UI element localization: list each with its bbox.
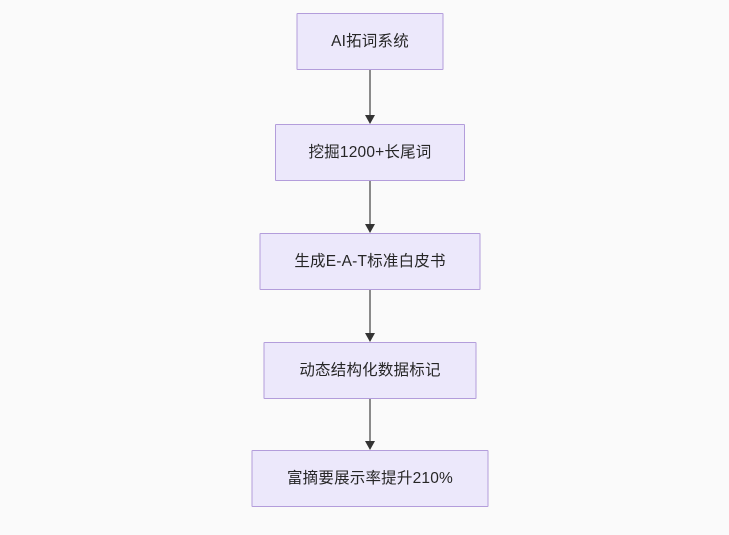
arrow-down-icon [365, 115, 375, 124]
flow-edge-n1-to-n2 [363, 70, 377, 124]
edge-line [369, 181, 371, 224]
flow-edge-n4-to-n5 [363, 399, 377, 450]
arrow-down-icon [365, 441, 375, 450]
arrow-down-icon [365, 333, 375, 342]
flow-edge-n3-to-n4 [363, 290, 377, 342]
edge-line [369, 70, 371, 115]
flow-node-label: 生成E-A-T标准白皮书 [294, 252, 446, 270]
flow-node-label: 富摘要展示率提升210% [286, 469, 454, 487]
edge-line [369, 399, 371, 441]
edge-line [369, 290, 371, 333]
flow-edge-n2-to-n3 [363, 181, 377, 233]
flow-node-rich-snippet-impression-uplift[interactable]: 富摘要展示率提升210% [251, 450, 489, 507]
flow-node-ai-keyword-system[interactable]: AI拓词系统 [296, 13, 444, 70]
flow-node-label: AI拓词系统 [331, 32, 409, 50]
flow-node-mine-longtail-keywords[interactable]: 挖掘1200+长尾词 [275, 124, 465, 181]
flow-node-label: 挖掘1200+长尾词 [308, 143, 432, 161]
arrow-down-icon [365, 224, 375, 233]
flow-node-label: 动态结构化数据标记 [299, 361, 441, 379]
flow-node-generate-eat-whitepaper[interactable]: 生成E-A-T标准白皮书 [259, 233, 481, 290]
flow-node-dynamic-structured-data-markup[interactable]: 动态结构化数据标记 [263, 342, 477, 399]
